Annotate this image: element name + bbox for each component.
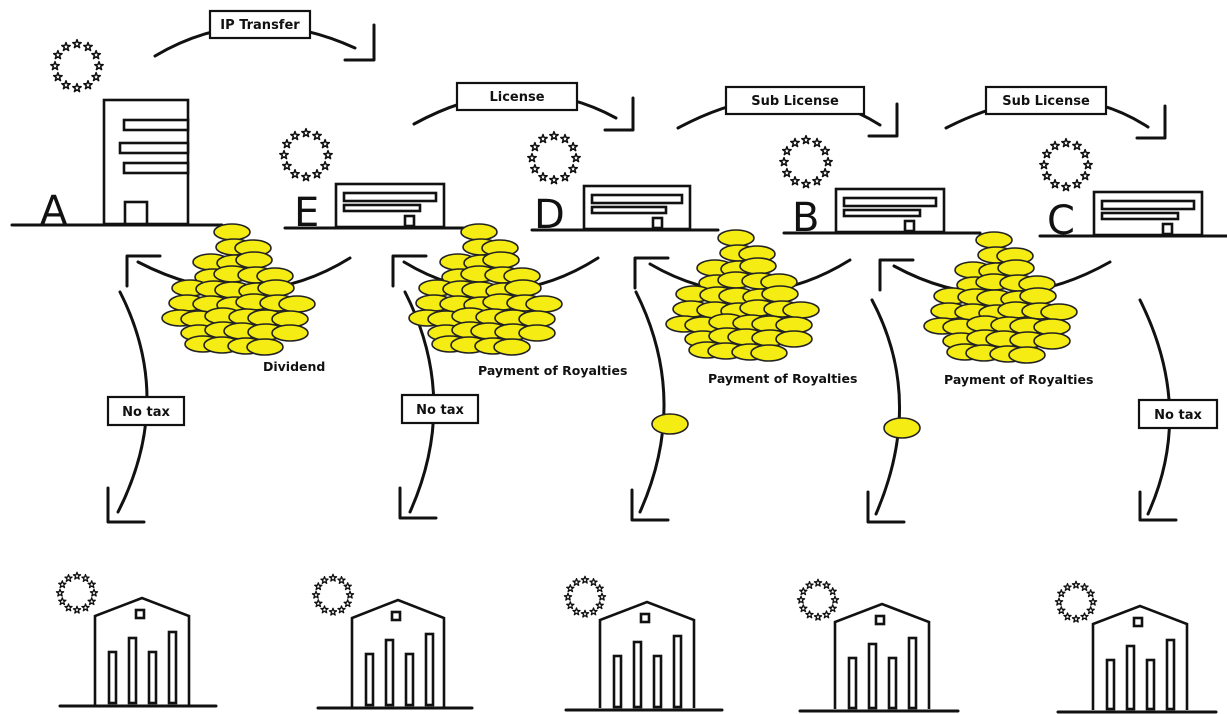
government-building-icon [564, 600, 724, 712]
dividend-caption: Dividend [263, 359, 325, 374]
entity-label-a: A [40, 188, 68, 234]
ip-transfer-label: IP Transfer [220, 18, 300, 33]
tax-labels: No tax No tax No tax [106, 393, 1219, 430]
coin-pile-icon [408, 223, 563, 356]
flow-captions: Dividend Payment of Royalties Payment of… [263, 359, 1093, 387]
sub-license-label-2: Sub License [1002, 94, 1090, 109]
eu-stars-icon [527, 130, 581, 185]
entity-a: A [40, 98, 190, 234]
single-coins [651, 413, 921, 439]
coin-pile-icon [665, 229, 820, 362]
royalties-caption-2: Payment of Royalties [708, 371, 857, 386]
government-buildings [58, 596, 1218, 714]
entity-c: C [1047, 190, 1204, 244]
entity-label-c: C [1047, 198, 1075, 244]
eu-stars-icon [1039, 137, 1093, 192]
eu-stars-icon [55, 571, 99, 614]
government-building-icon [58, 596, 218, 708]
single-coin-icon [883, 417, 921, 439]
license-label: License [489, 90, 544, 105]
no-tax-label-e: No tax [416, 403, 464, 418]
government-building-icon [316, 598, 474, 710]
entity-e: E [294, 182, 446, 236]
government-building-icon [798, 602, 960, 713]
curved-arrow-icon [634, 290, 666, 514]
entity-label-b: B [792, 195, 819, 241]
eu-stars-icon [563, 575, 607, 618]
coin-piles [161, 223, 1078, 364]
single-coin-icon [651, 413, 689, 435]
eu-stars-icon [50, 38, 104, 93]
entity-label-d: D [534, 192, 565, 238]
government-building-icon [1056, 604, 1218, 714]
sub-license-label-1: Sub License [751, 94, 839, 109]
coin-pile-icon [923, 231, 1078, 364]
royalties-caption-3: Payment of Royalties [944, 372, 1093, 387]
entity-b: B [792, 187, 946, 241]
no-tax-label-a: No tax [122, 405, 170, 420]
coin-pile-icon [161, 223, 316, 356]
entity-label-e: E [294, 190, 319, 236]
eu-stars-icon [1054, 580, 1098, 623]
curved-arrow-icon [870, 298, 901, 516]
no-tax-label-c: No tax [1154, 408, 1202, 423]
eu-stars-icon [779, 134, 833, 189]
eu-stars-icon [311, 573, 355, 616]
entity-d: D [534, 184, 692, 238]
eu-stars-icon [279, 127, 333, 182]
eu-stars-icon [796, 578, 840, 621]
royalties-caption-1: Payment of Royalties [478, 363, 627, 378]
top-transfer-arrows: IP Transfer License Sub License Sub Lice… [153, 9, 1167, 140]
